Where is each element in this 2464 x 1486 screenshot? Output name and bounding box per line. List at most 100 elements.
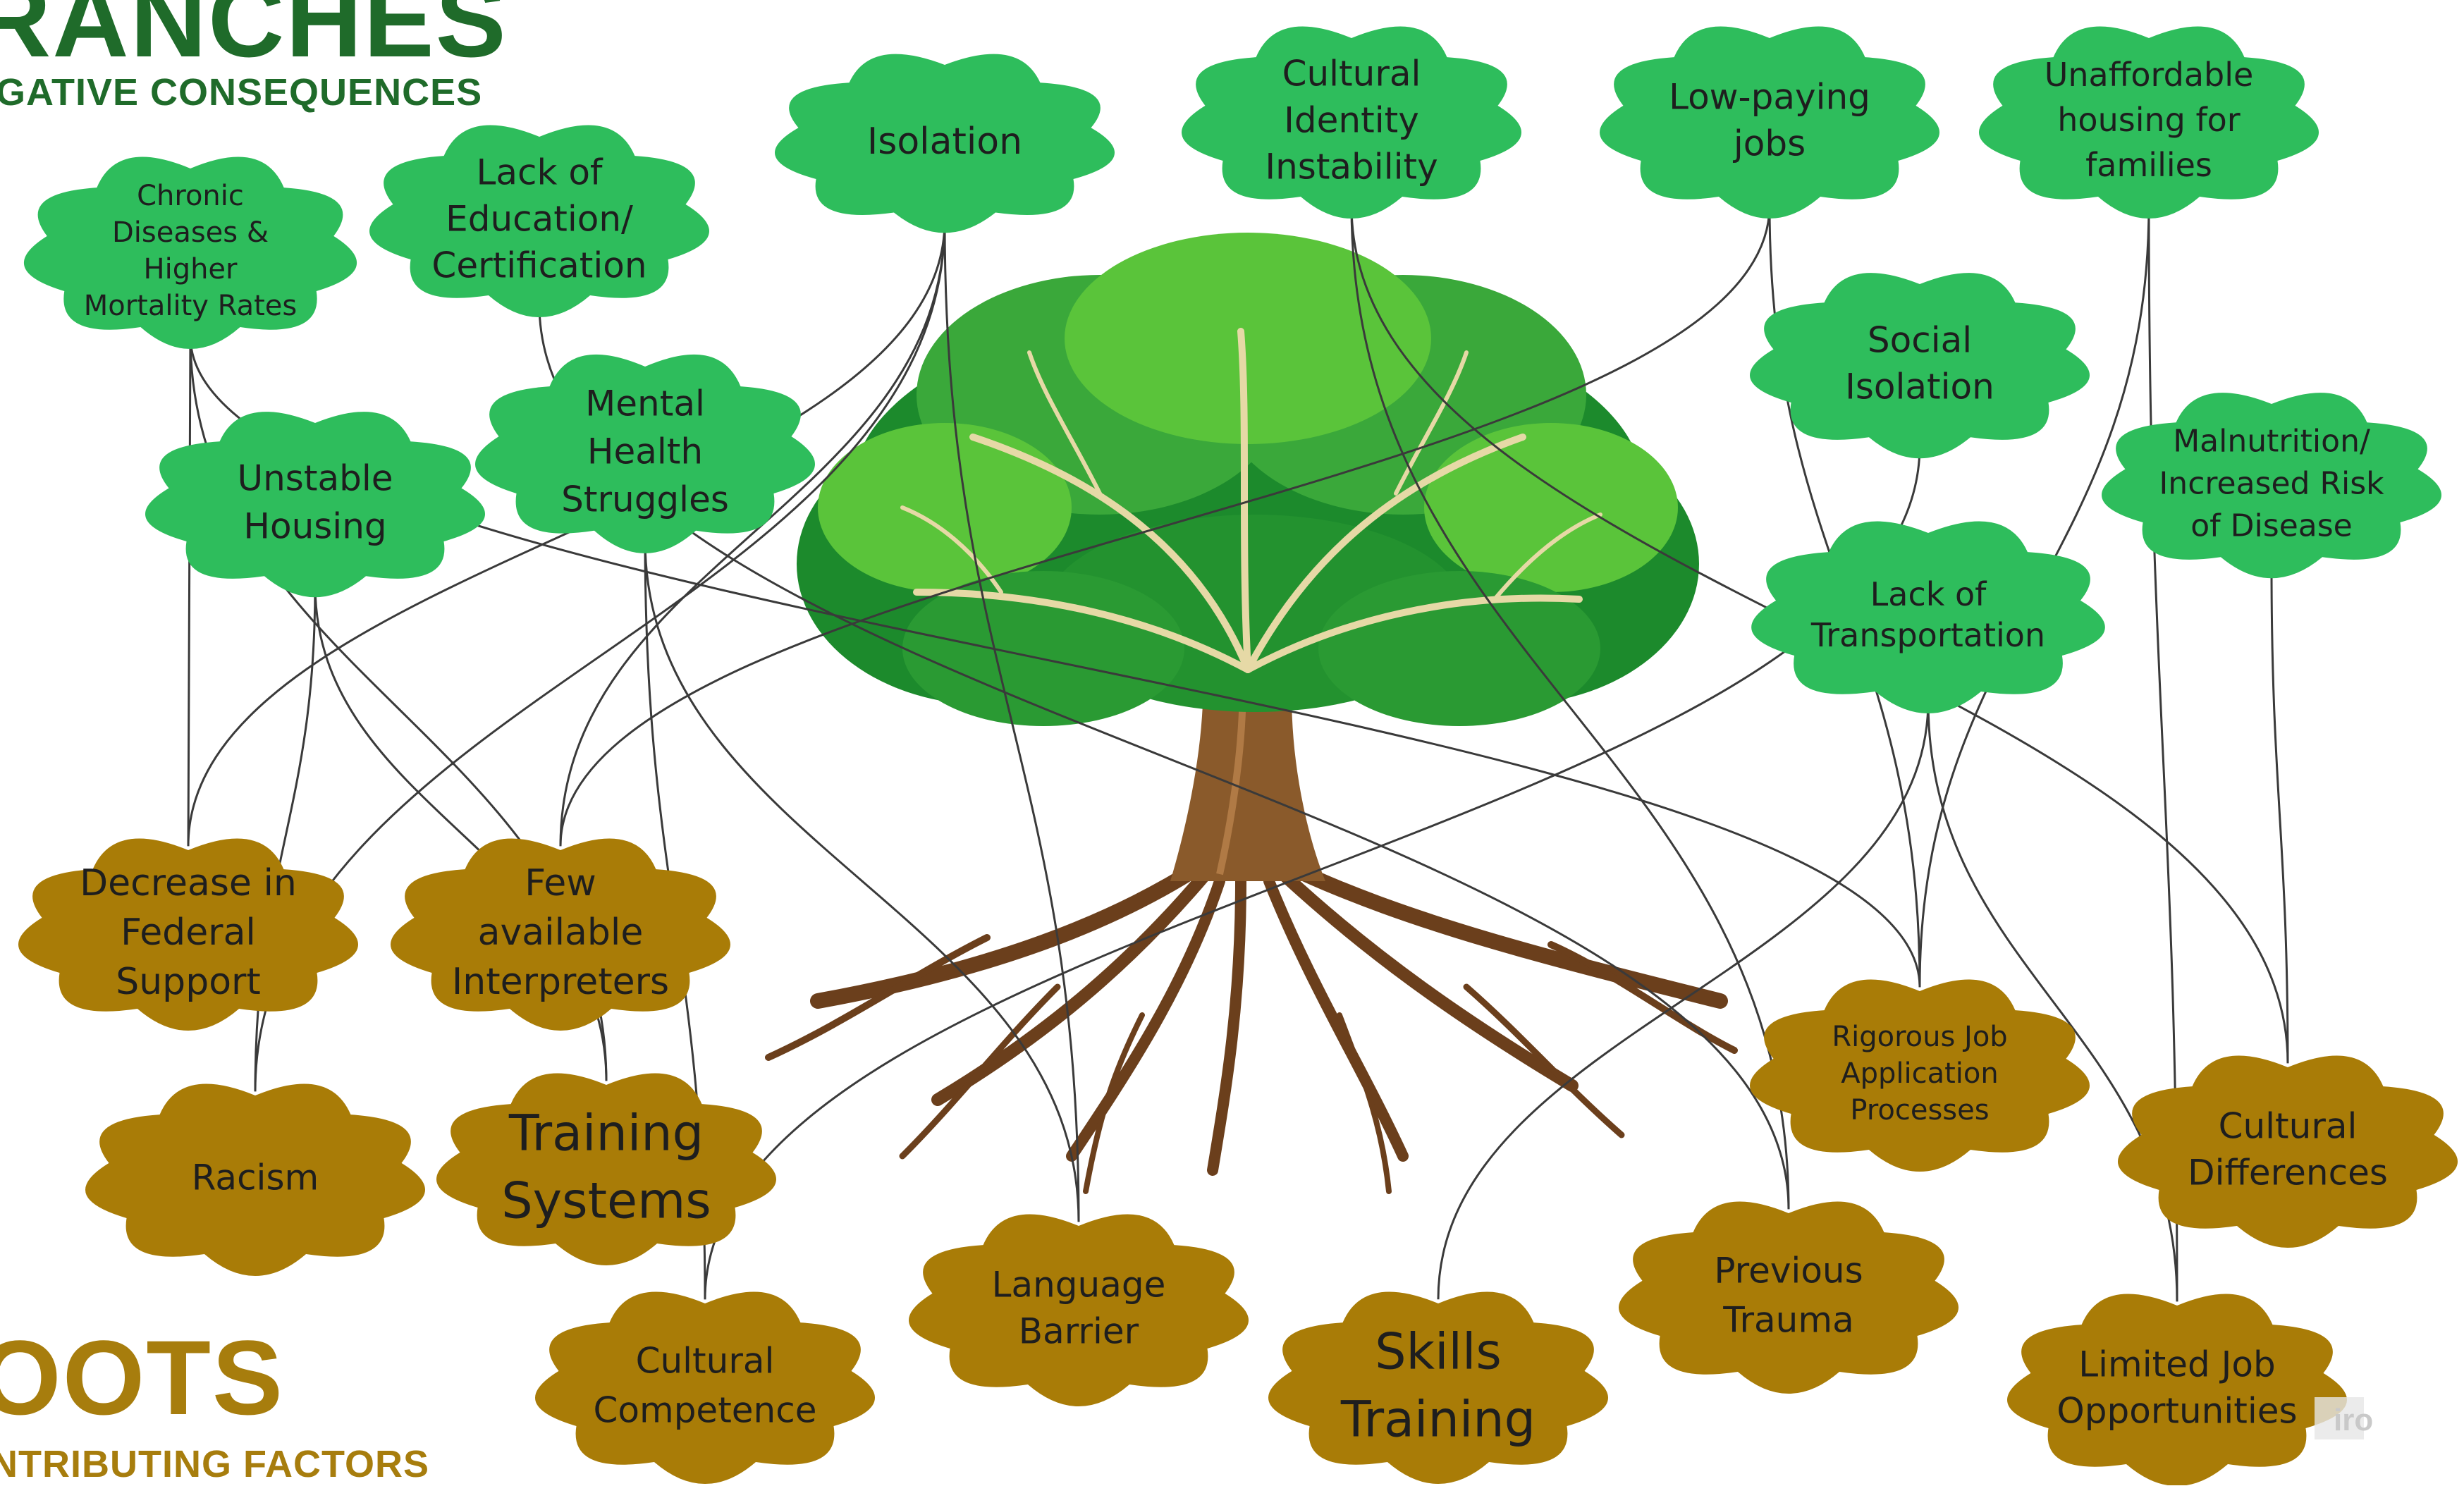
cloud-shape [2117,1055,2458,1248]
cloud-label-line: Transportation [1810,616,2045,654]
cloud-label-line: Limited Job [2078,1344,2275,1385]
cloud-label-line: Education/ [446,199,633,240]
watermark-box [2315,1397,2364,1439]
tree-icon [765,233,1738,1194]
cloud-label-line: Unaffordable [2045,56,2254,94]
connector-line[interactable] [644,539,1080,1222]
cloud-label-line: Isolation [867,121,1022,163]
cloud-label-line: Competence [593,1390,816,1431]
cloud-label-line: families [2085,146,2212,184]
cloud-label-line: Decrease in [80,862,297,904]
cloud-label-line: Few [525,862,596,904]
cloud-label-line: Social [1868,320,1972,361]
cloud-shape [369,125,710,318]
cloud-label-line: Malnutrition/ [2173,423,2370,459]
cloud-shape [1618,1201,1959,1394]
cloud-label-line: Low-paying [1669,77,1870,118]
cloud-label-line: Mortality Rates [84,290,297,322]
cloud-label-line: Identity [1284,100,1419,141]
cloud-label-line: Skills [1375,1323,1502,1381]
cloud-label-line: Instability [1265,147,1438,188]
connector-line[interactable] [559,205,1771,847]
cloud-shape [436,1073,777,1266]
cloud-label-line: Barrier [1019,1311,1139,1352]
cloud-label-line: Chronic [137,180,244,212]
branch-cloud-low-paying-jobs[interactable]: Low-paying jobs [1599,26,1940,219]
cloud-label-line: Cultural [1282,54,1421,94]
cloud-label-line: Lack of [476,152,603,193]
cloud-label-line: Health [587,431,703,472]
cloud-shape [474,354,816,553]
cloud-label-line: Interpreters [452,961,669,1003]
cloud-shape [1751,521,2105,714]
connector-line[interactable] [943,221,1080,1222]
branches-heading: RANCHES [0,0,508,79]
cloud-label-line: Racism [192,1158,319,1198]
cloud-label-line: Language [992,1265,1166,1306]
cloud-label-line: Cultural [636,1341,775,1382]
cloud-label-line: Previous [1714,1251,1863,1291]
cloud-label-line: Processes [1850,1094,1989,1126]
connector-line[interactable] [2270,565,2289,1064]
cloud-shape [18,838,359,1031]
cloud-label-line: Differences [2188,1153,2388,1193]
cloud-label-line: available [478,911,644,954]
branch-cloud-lack-of-education[interactable]: Lack of Education/Certification [369,125,710,318]
cloud-shape [23,156,357,350]
cloud-shape [2101,393,2442,579]
connector-line[interactable] [1350,205,1790,1210]
cloud-shape [145,412,486,598]
connector-line[interactable] [187,221,946,847]
root-cloud-racism[interactable]: Racism [85,1083,426,1277]
cloud-label-line: Training [1340,1391,1536,1449]
cloud-label-line: of Disease [2190,508,2352,544]
roots-subheading: NTRIBUTING FACTORS [0,1443,429,1485]
cloud-label-line: Certification [431,245,646,286]
cloud-label-line: Trauma [1722,1300,1853,1341]
cloud-shape [390,838,731,1031]
connector-line[interactable] [559,221,946,847]
cloud-shape [1749,979,2090,1172]
branch-cloud-isolation[interactable]: Isolation [774,54,1115,233]
cloud-label-line: Diseases & [112,216,269,249]
branches-subheading: GATIVE CONSEQUENCES [0,71,483,113]
cloud-shape [908,1214,1249,1407]
connector-line[interactable] [187,336,192,847]
connector-line[interactable] [1437,700,1930,1300]
cloud-shape [2007,1294,2347,1485]
branch-cloud-unaffordable-housing[interactable]: Unaffordable housing for families [1978,26,2319,219]
cloud-shape [1599,26,1940,219]
cloud-label-line: Higher [144,253,238,285]
cloud-shape [534,1291,876,1485]
cloud-label-line: Support [116,961,261,1003]
roots-heading: OOTS [0,1318,285,1437]
cloud-label-line: Systems [501,1172,711,1230]
cloud-shape [85,1083,426,1277]
cloud-label-line: housing for [2057,101,2241,139]
cloud-label-line: Lack of [1870,575,1988,613]
cloud-label-line: jobs [1733,123,1806,164]
cloud-label-line: Rigorous Job [1832,1021,2007,1053]
cloud-label-line: Unstable [238,458,393,499]
cloud-label-line: Housing [243,506,386,547]
cloud-shape [1181,26,1522,219]
cloud-shape [1749,273,2090,459]
